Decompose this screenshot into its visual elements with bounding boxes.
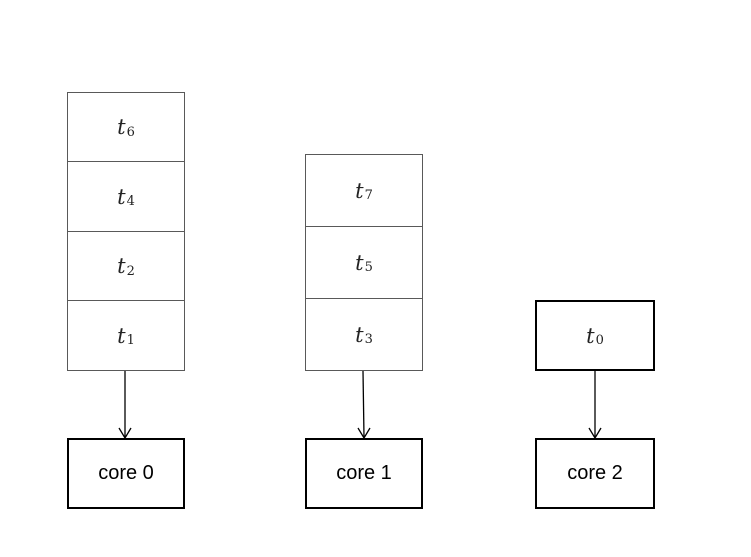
core-1-box: core 1 [305, 438, 423, 509]
task-base: t [586, 323, 595, 348]
task-base: t [355, 250, 364, 275]
arrow-core1 [362, 370, 365, 438]
task-subscript: 7 [364, 188, 373, 203]
task-base: t [117, 184, 126, 209]
task-subscript: 3 [364, 332, 373, 347]
core-label: core 1 [336, 462, 392, 484]
task-subscript: 2 [126, 263, 135, 279]
task-base: t [355, 178, 364, 203]
task-subscript: 1 [126, 333, 135, 348]
task-subscript: 5 [364, 260, 373, 275]
task-base: t [117, 323, 126, 348]
core-0-box: core 0 [67, 438, 185, 509]
task-subscript: 4 [126, 194, 135, 209]
task-subscript: 6 [126, 124, 135, 140]
task-base: t [117, 254, 126, 278]
task-base: t [117, 115, 126, 139]
core-label: core 0 [98, 462, 154, 484]
core-label: core 2 [567, 462, 623, 484]
core-2-box: core 2 [535, 438, 655, 509]
task-subscript: 0 [595, 333, 604, 348]
task-base: t [355, 322, 364, 347]
